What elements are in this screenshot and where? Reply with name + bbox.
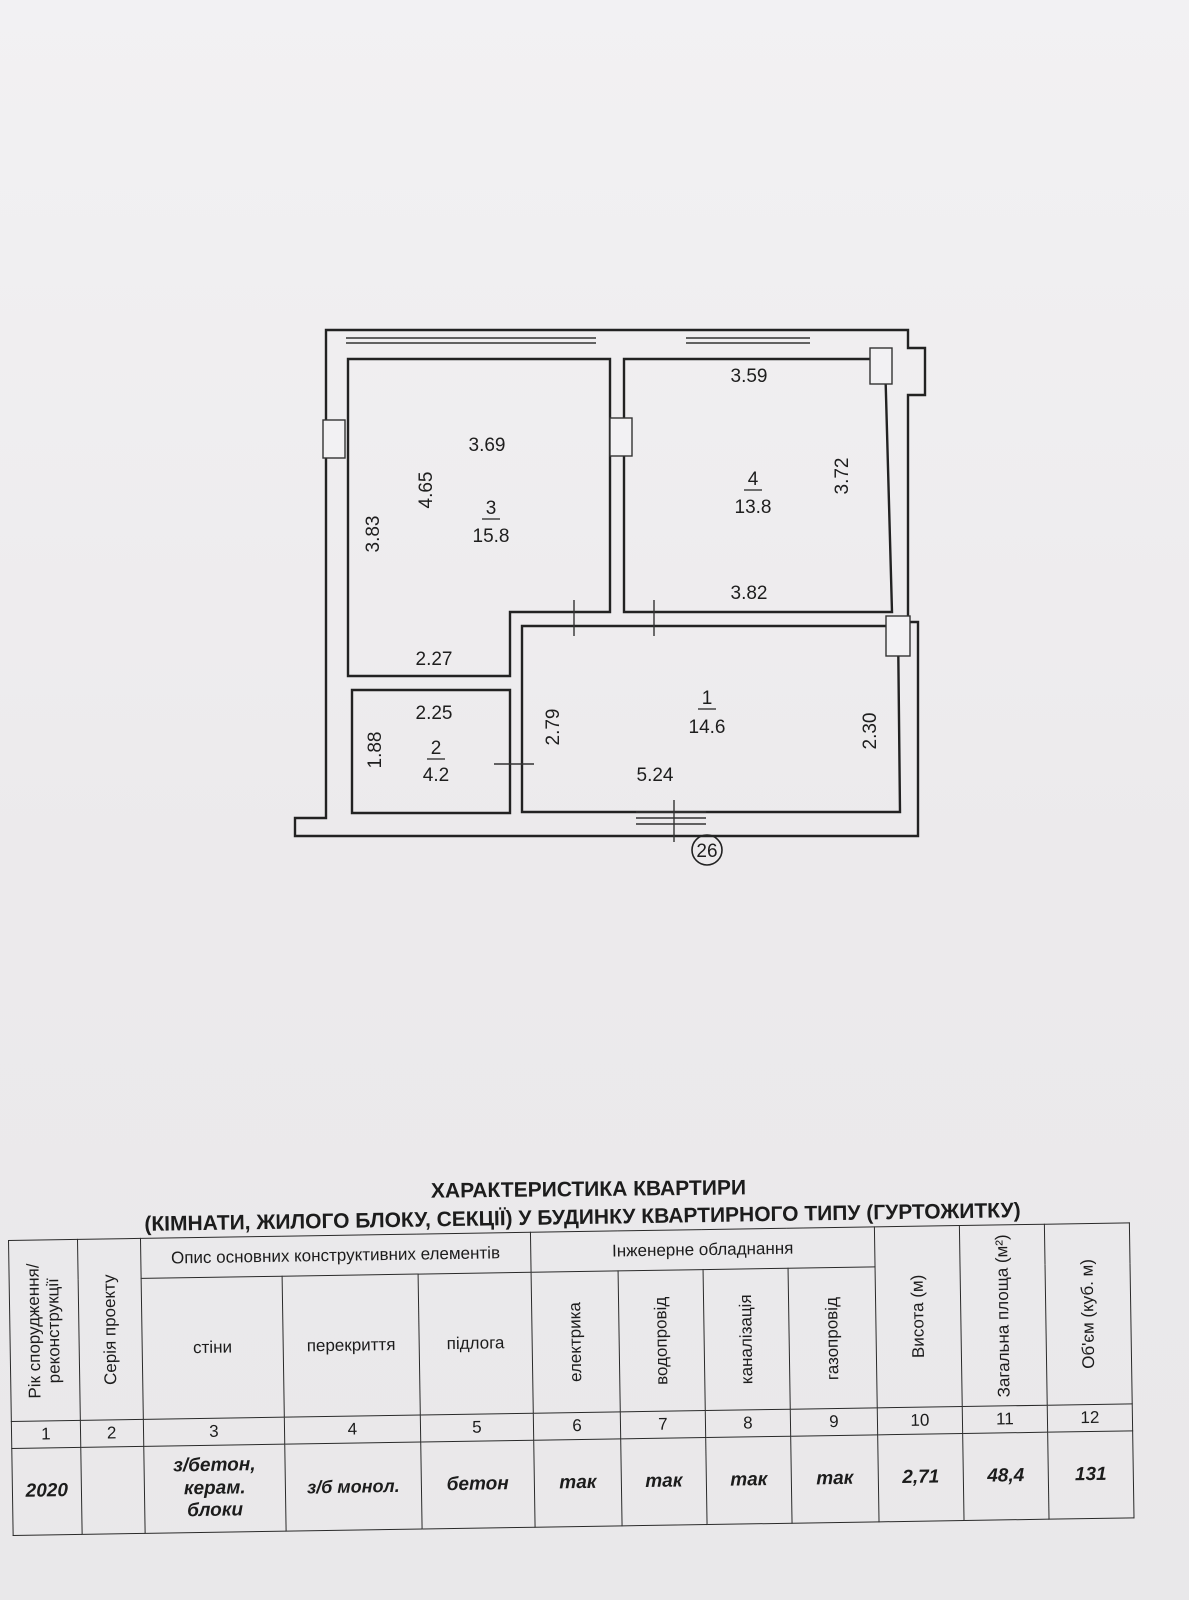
- header-structural-group: Опис основних конструктивних елементів: [139, 1232, 532, 1279]
- wall-block-left: [322, 419, 346, 459]
- value-height: 2,71: [877, 1433, 964, 1522]
- header-engineering-group: Інженерне обладнання: [530, 1226, 876, 1273]
- room-4-dim-bottom: 3.82: [731, 583, 768, 604]
- value-electricity: так: [533, 1438, 623, 1528]
- column-number: 10: [877, 1406, 963, 1435]
- wall-block-right: [885, 615, 911, 657]
- header-sewer: каналізація: [703, 1268, 791, 1411]
- column-number: 2: [80, 1419, 144, 1448]
- room-3-outline: [346, 357, 612, 678]
- header-volume: Об'єм (куб. м): [1044, 1222, 1133, 1406]
- column-number: 5: [419, 1413, 534, 1443]
- header-total-area: Загальна площа (м²): [959, 1224, 1048, 1407]
- column-number: 9: [790, 1407, 878, 1437]
- room-1-number: 1: [702, 688, 713, 709]
- values-row: 2020 з/бетон, керам. блоки з/б монол. бе…: [11, 1430, 1135, 1536]
- column-number: 4: [284, 1415, 421, 1445]
- room-4-outline: [622, 357, 894, 614]
- value-walls: з/бетон, керам. блоки: [143, 1444, 287, 1534]
- column-number: 8: [705, 1409, 791, 1438]
- header-water: водопровід: [618, 1269, 706, 1412]
- header-height: Висота (м): [874, 1225, 963, 1408]
- column-number: 7: [620, 1410, 706, 1439]
- room-4-dim-top: 3.59: [731, 366, 768, 387]
- room-3-number: 3: [486, 498, 497, 519]
- room-1-outline: [520, 624, 902, 814]
- header-year: Рік спорудження/ реконструкції: [8, 1239, 81, 1422]
- apartment-characteristics-table: Рік спорудження/ реконструкції Серія про…: [8, 1222, 1135, 1536]
- room-3-dim-left: 3.83: [363, 516, 384, 553]
- column-number: 12: [1047, 1403, 1133, 1433]
- room-1-area: 14.6: [689, 717, 726, 738]
- header-floor: підлога: [417, 1272, 534, 1416]
- room-1-dim-bottom: 5.24: [637, 765, 674, 786]
- room-4-area: 13.8: [735, 497, 772, 518]
- value-volume: 131: [1047, 1430, 1135, 1520]
- room-3-dim-top: 3.69: [469, 435, 506, 456]
- header-series: Серія проекту: [77, 1238, 143, 1421]
- room-1-dim-right: 2.30: [860, 713, 881, 750]
- room-3-dim-bottom: 2.27: [416, 649, 453, 670]
- value-floor-slab: з/б монол.: [284, 1442, 422, 1532]
- value-water: так: [620, 1437, 708, 1526]
- header-walls: стіни: [140, 1276, 285, 1420]
- column-number: 11: [962, 1405, 1048, 1434]
- floor-plan: 26 3.69 4.65 3.83 3 15.8 2.27 3.59 4 13.…: [293, 328, 927, 866]
- column-number: 1: [11, 1420, 81, 1449]
- room-4-dim-right: 3.72: [832, 458, 853, 495]
- value-gas: так: [790, 1434, 880, 1524]
- axis-marker-circle: [691, 834, 723, 866]
- axis-marker-label: 26: [696, 841, 717, 862]
- room-3-area: 15.8: [473, 526, 510, 547]
- room-2-area: 4.2: [423, 765, 449, 786]
- wall-block-middle: [609, 417, 633, 457]
- column-number: 3: [142, 1417, 285, 1447]
- room-1-dim-left: 2.79: [543, 709, 564, 746]
- room-2-number: 2: [431, 738, 442, 759]
- room-2-dim-top: 2.25: [416, 703, 453, 724]
- value-series: [80, 1446, 145, 1535]
- room-4-number: 4: [748, 469, 759, 490]
- room-3-dim-diagonal: 4.65: [416, 472, 437, 509]
- room-2-outline: [350, 688, 512, 815]
- header-electricity: електрика: [531, 1270, 621, 1414]
- value-floor: бетон: [420, 1440, 536, 1530]
- header-gas: газопровід: [787, 1266, 878, 1410]
- value-year: 2020: [11, 1447, 82, 1536]
- column-number: 6: [533, 1411, 621, 1441]
- value-sewer: так: [705, 1436, 792, 1525]
- value-total-area: 48,4: [962, 1432, 1049, 1521]
- room-2-dim-left: 1.88: [365, 732, 386, 769]
- header-floor-slab: перекриття: [282, 1274, 420, 1418]
- vent-shaft: [869, 347, 893, 385]
